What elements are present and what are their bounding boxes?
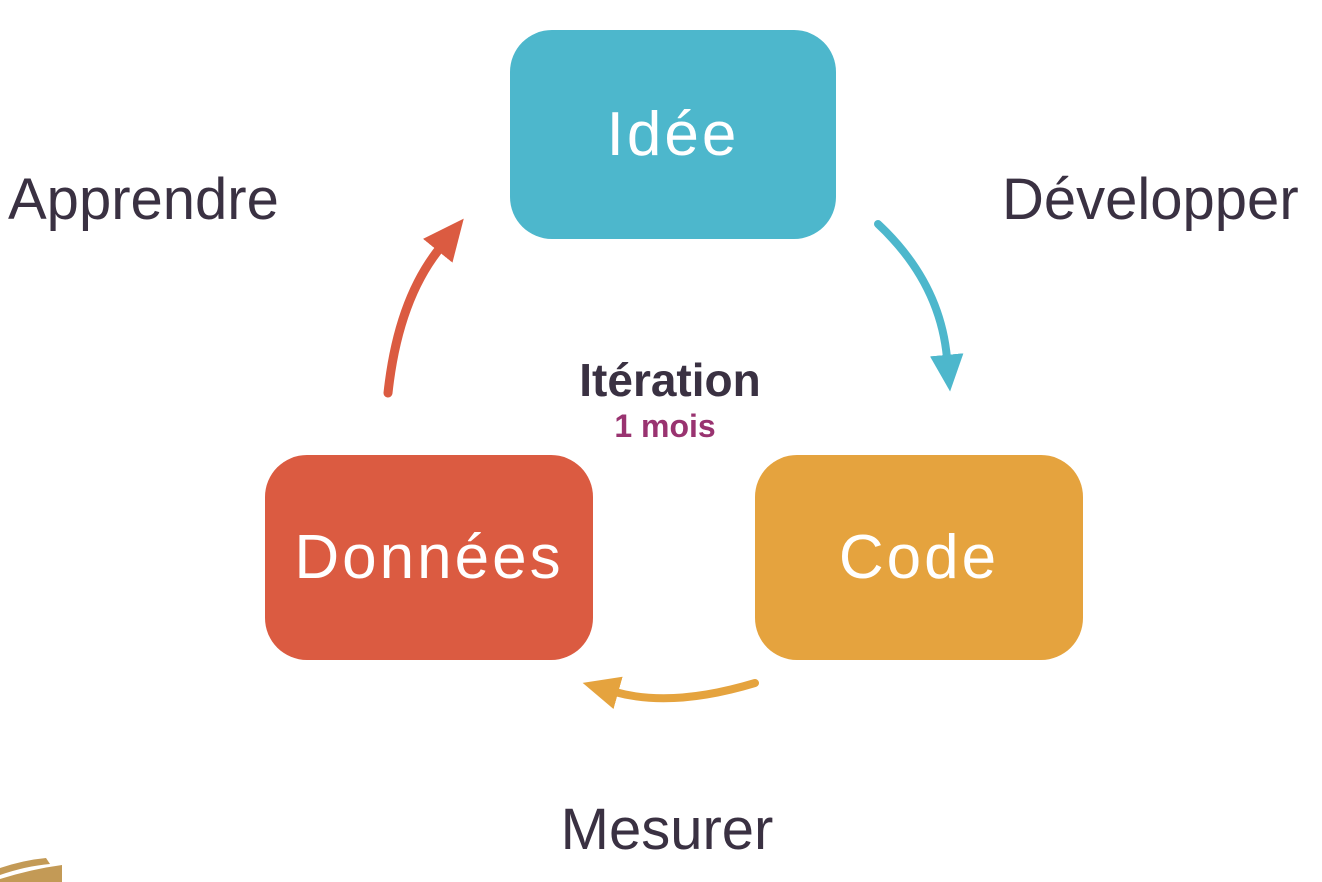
edge-label-developper: Développer <box>1002 167 1299 232</box>
node-idee-label: Idée <box>606 100 740 169</box>
edge-label-apprendre: Apprendre <box>8 167 279 232</box>
edge-label-mesurer: Mesurer <box>560 797 774 862</box>
iteration-duration: 1 mois <box>614 408 716 444</box>
node-donnees-label: Données <box>294 523 564 592</box>
node-code: Code <box>755 455 1083 660</box>
node-donnees: Données <box>265 455 593 660</box>
gold-stripe-thick <box>0 865 62 882</box>
node-idee: Idée <box>510 30 836 239</box>
apprendre-arrow <box>383 218 464 398</box>
iteration-title: Itération <box>579 354 761 406</box>
develop-arrow <box>874 220 964 392</box>
gold-stripe-thin <box>0 858 50 875</box>
node-code-label: Code <box>838 523 1000 592</box>
mesurer-arrow <box>582 676 759 710</box>
gold-stripes-logo-icon <box>0 858 62 882</box>
